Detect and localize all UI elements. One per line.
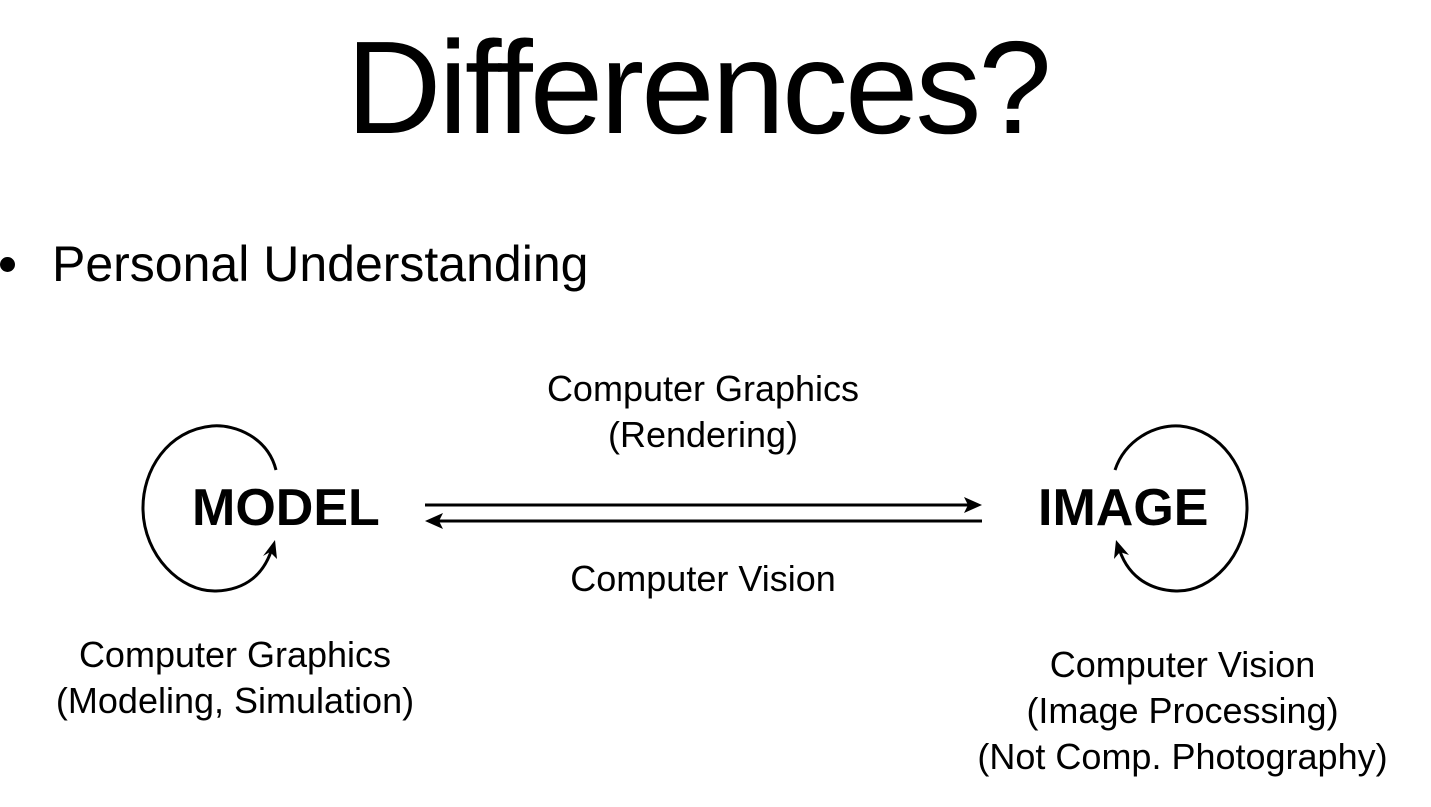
model-loop-caption-line1: Computer Graphics: [78, 634, 392, 675]
arrowhead-left-icon: [425, 513, 443, 529]
image-loop-caption-line1: Computer Vision: [1049, 644, 1316, 685]
bullet-text: Personal Understanding: [52, 236, 589, 292]
node-model: MODEL: [192, 479, 380, 537]
image-loop-caption-line2: (Image Processing): [1026, 690, 1339, 731]
model-self-loop: [141, 424, 278, 593]
slide-title: Differences?: [346, 14, 1052, 161]
image-loop-arrowhead-icon: [1114, 540, 1129, 559]
image-loop-caption: Computer Vision (Image Processing) (Not …: [950, 642, 1415, 780]
edge-backward-label: Computer Vision: [570, 558, 836, 599]
edge-forward-label-line1: Computer Graphics: [546, 368, 860, 409]
image-loop-caption-line3: (Not Comp. Photography): [977, 736, 1388, 777]
model-loop-caption-line2: (Modeling, Simulation): [55, 680, 415, 721]
edge-forward-label: Computer Graphics (Rendering): [503, 366, 903, 458]
node-image: IMAGE: [1038, 479, 1209, 537]
bullet-dot-icon: [0, 257, 15, 272]
arrowhead-right-icon: [964, 497, 982, 513]
image-self-loop: [1113, 424, 1249, 593]
edge-forward-label-line2: (Rendering): [607, 414, 799, 455]
model-loop-caption: Computer Graphics (Modeling, Simulation): [20, 632, 450, 724]
model-loop-arrowhead-icon: [263, 540, 277, 559]
